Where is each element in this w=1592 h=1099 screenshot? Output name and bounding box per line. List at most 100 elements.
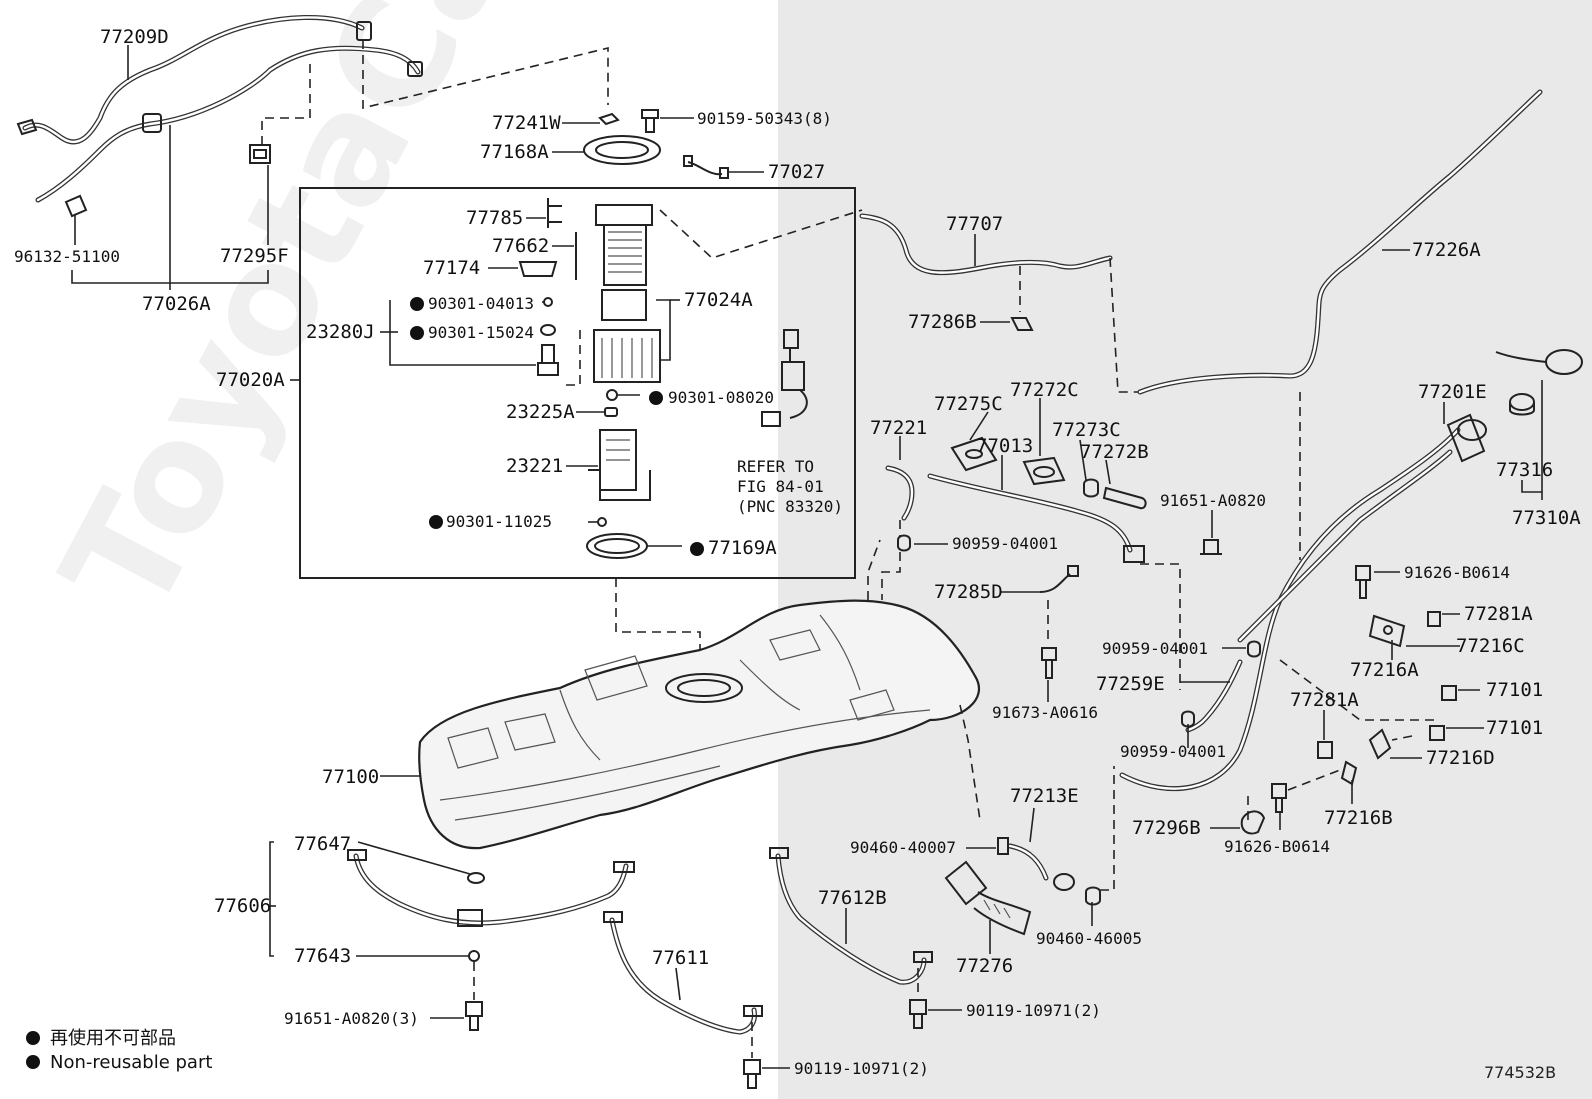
hose-77213E: [1007, 843, 1075, 891]
bolt-77101-lower: [1429, 725, 1445, 741]
non-reusable-marker: [410, 326, 424, 340]
label-91626-B0614-b: 91626-B0614: [1224, 837, 1330, 856]
fuel-filler-pipe-77201E: [1119, 413, 1487, 792]
label-77174: 77174: [423, 257, 480, 279]
nut-77647: [467, 872, 485, 884]
refer-note-line-1: REFER TO: [737, 457, 814, 476]
tank-band-77606: [347, 849, 635, 927]
refer-note-line-2: FIG 84-01: [737, 477, 824, 496]
breather-tube-77226A: [1137, 89, 1543, 395]
label-77295F: 77295F: [220, 245, 289, 267]
clamp-77273C: [1083, 478, 1099, 498]
tube-77272B: [1102, 486, 1147, 510]
label-77281A-b: 77281A: [1290, 689, 1359, 711]
label-96132-51100: 96132-51100: [14, 247, 120, 266]
label-77027: 77027: [768, 161, 825, 183]
label-77611: 77611: [652, 947, 709, 969]
fuel-pump-23221: [588, 429, 651, 501]
label-77286B: 77286B: [908, 311, 977, 333]
clamp-90460-46005: [1085, 886, 1101, 906]
label-90301-15024: 90301-15024: [428, 323, 534, 342]
bolt-91673-A0616: [1041, 647, 1057, 679]
hose-77221: [885, 465, 915, 521]
gasket-77169A: [586, 533, 648, 559]
nut-77643: [468, 950, 480, 962]
label-77168A: 77168A: [480, 141, 549, 163]
label-77296B: 77296B: [1132, 817, 1201, 839]
label-77201E: 77201E: [1418, 381, 1487, 403]
hose-77259E: [1185, 659, 1243, 733]
packing-77272C: [1022, 456, 1066, 486]
tank-band-77612B: [769, 847, 933, 985]
legend-jp: 再使用不可部品: [26, 1024, 176, 1050]
label-77310A: 77310A: [1512, 507, 1581, 529]
label-77273C: 77273C: [1052, 419, 1121, 441]
label-90159-50343: 90159-50343(8): [697, 109, 832, 128]
label-77241W: 77241W: [492, 112, 561, 134]
label-77276: 77276: [956, 955, 1013, 977]
label-77101-b: 77101: [1486, 717, 1543, 739]
fuel-pump-module: [593, 204, 661, 383]
label-77169A: 77169A: [708, 537, 777, 559]
pressure-regulator-23280J: [537, 344, 559, 376]
label-23280J: 23280J: [306, 321, 375, 343]
label-91651-A0820: 91651-A0820: [1160, 491, 1266, 510]
bracket-77216D: [1368, 728, 1392, 760]
label-77643: 77643: [294, 945, 351, 967]
legend-en: Non-reusable part: [26, 1052, 212, 1073]
label-77612B: 77612B: [818, 887, 887, 909]
clip-90959-04001: [897, 534, 911, 552]
label-77707: 77707: [946, 213, 1003, 235]
part-labels: 77209D 96132-51100 77295F 77026A 77241W …: [14, 26, 1581, 1078]
label-77209D: 77209D: [100, 26, 169, 48]
bracket-77216C: [1368, 614, 1406, 648]
legend-dot-icon: [26, 1055, 40, 1069]
fuel-tube-assembly-77209D: [16, 15, 423, 218]
non-reusable-marker: [410, 297, 424, 311]
bolt-91651-A0820-3: [465, 1001, 483, 1031]
label-90301-04013: 90301-04013: [428, 294, 534, 313]
fuel-pump-assembly-box: [299, 187, 856, 579]
label-77101-a: 77101: [1486, 679, 1543, 701]
label-77259E: 77259E: [1096, 673, 1165, 695]
shaded-background-panel: [778, 0, 1592, 1099]
label-90959-04001-c: 90959-04001: [1120, 742, 1226, 761]
clamp-77296B: [1240, 810, 1266, 835]
label-77272C: 77272C: [1010, 379, 1079, 401]
non-reusable-marker: [649, 391, 663, 405]
clip-77281A-lower: [1317, 741, 1333, 759]
label-77100: 77100: [322, 766, 379, 788]
clip-77281A-upper: [1427, 611, 1441, 627]
label-90959-04001-a: 90959-04001: [952, 534, 1058, 553]
bolt-90119-10971-lower: [743, 1059, 761, 1089]
label-77213E: 77213E: [1010, 785, 1079, 807]
label-77275C: 77275C: [934, 393, 1003, 415]
label-90959-04001-b: 90959-04001: [1102, 639, 1208, 658]
bracket-77216B: [1340, 760, 1358, 786]
bracket-77285D: [1039, 565, 1079, 593]
label-90460-40007: 90460-40007: [850, 838, 956, 857]
figure-number: 774532B: [1484, 1063, 1557, 1082]
fuel-tank-77100: [418, 599, 981, 850]
label-77216B: 77216B: [1324, 807, 1393, 829]
bolt-77101-upper: [1441, 685, 1457, 701]
vent-tube-77013: [927, 473, 1145, 563]
label-77316: 77316: [1496, 459, 1553, 481]
gasket-77275C: [950, 436, 998, 472]
label-90119-10971-a: 90119-10971(2): [966, 1001, 1101, 1020]
fuel-cap-77316: [1509, 393, 1535, 416]
label-77272B: 77272B: [1080, 441, 1149, 463]
pump-retainer-ring: [583, 135, 661, 165]
filler-neck-77276: [944, 860, 1032, 936]
clamp-77286B: [1010, 317, 1034, 331]
bolt-91626-B0614-upper: [1355, 565, 1371, 599]
non-reusable-marker: [429, 515, 443, 529]
label-77281A-a: 77281A: [1464, 603, 1533, 625]
sender-gauge-part-77785: [547, 198, 562, 228]
non-reusable-marker: [690, 542, 704, 556]
label-77226A: 77226A: [1412, 239, 1481, 261]
tank-band-77611: [603, 911, 763, 1035]
bolt-90119-10971-upper: [909, 999, 927, 1029]
